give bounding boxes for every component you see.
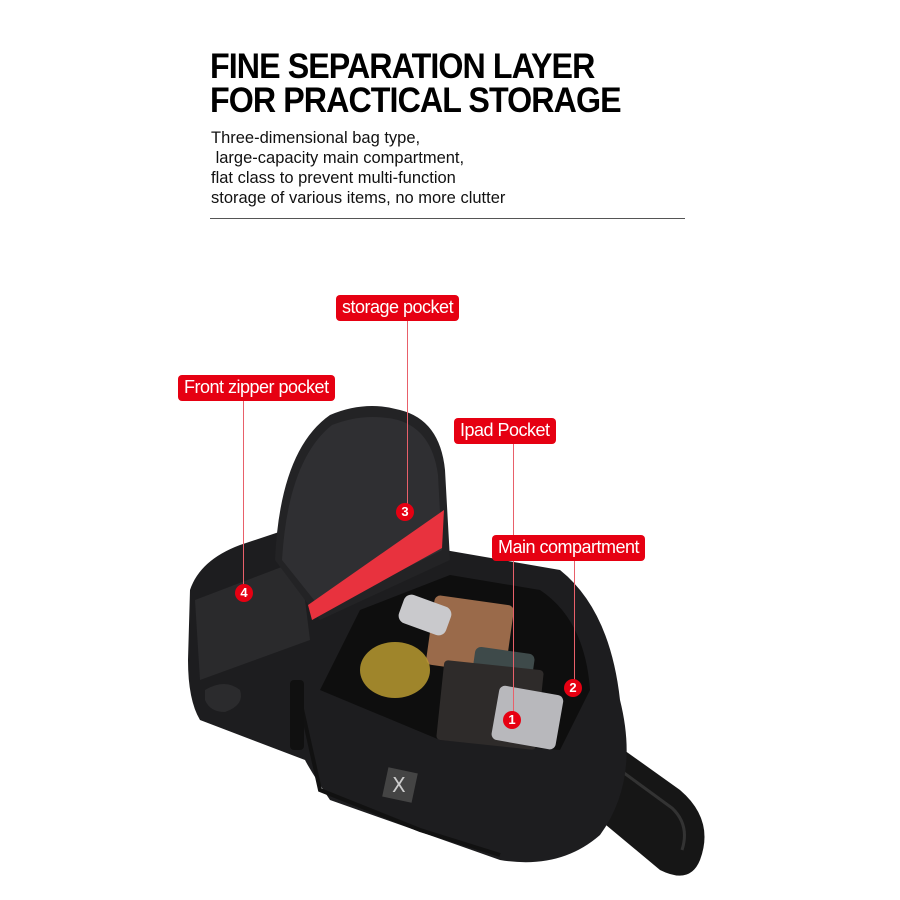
svg-text:X: X bbox=[392, 773, 406, 797]
description-line: large-capacity main compartment, bbox=[211, 149, 465, 167]
label-ipad-pocket: Ipad Pocket bbox=[454, 418, 556, 444]
leader-line bbox=[407, 321, 408, 505]
label-main-compartment: Main compartment bbox=[492, 535, 646, 561]
label-front-zipper-pocket: Front zipper pocket bbox=[178, 375, 335, 401]
headline: FINE SEPARATION LAYER FOR PRACTICAL STOR… bbox=[210, 47, 622, 120]
callout-number-3: 3 bbox=[396, 503, 414, 521]
callout-number-4: 4 bbox=[235, 584, 253, 602]
description-line: storage of various items, no more clutte… bbox=[211, 189, 506, 207]
red-trim bbox=[308, 510, 444, 620]
leader-line bbox=[243, 401, 244, 585]
label-storage-pocket: storage pocket bbox=[336, 295, 460, 321]
leader-line bbox=[574, 561, 575, 681]
callout-number-2: 2 bbox=[564, 679, 582, 697]
leader-line bbox=[513, 444, 514, 712]
headline-line-2: FOR PRACTICAL STORAGE bbox=[210, 81, 622, 120]
headline-line-1: FINE SEPARATION LAYER bbox=[210, 47, 595, 86]
description-line: flat class to prevent multi-function bbox=[211, 169, 456, 187]
description-line: Three-dimensional bag type, bbox=[211, 129, 421, 147]
callout-number-1: 1 bbox=[503, 711, 521, 729]
divider bbox=[210, 218, 685, 219]
description: Three-dimensional bag type, large-capaci… bbox=[211, 128, 505, 208]
